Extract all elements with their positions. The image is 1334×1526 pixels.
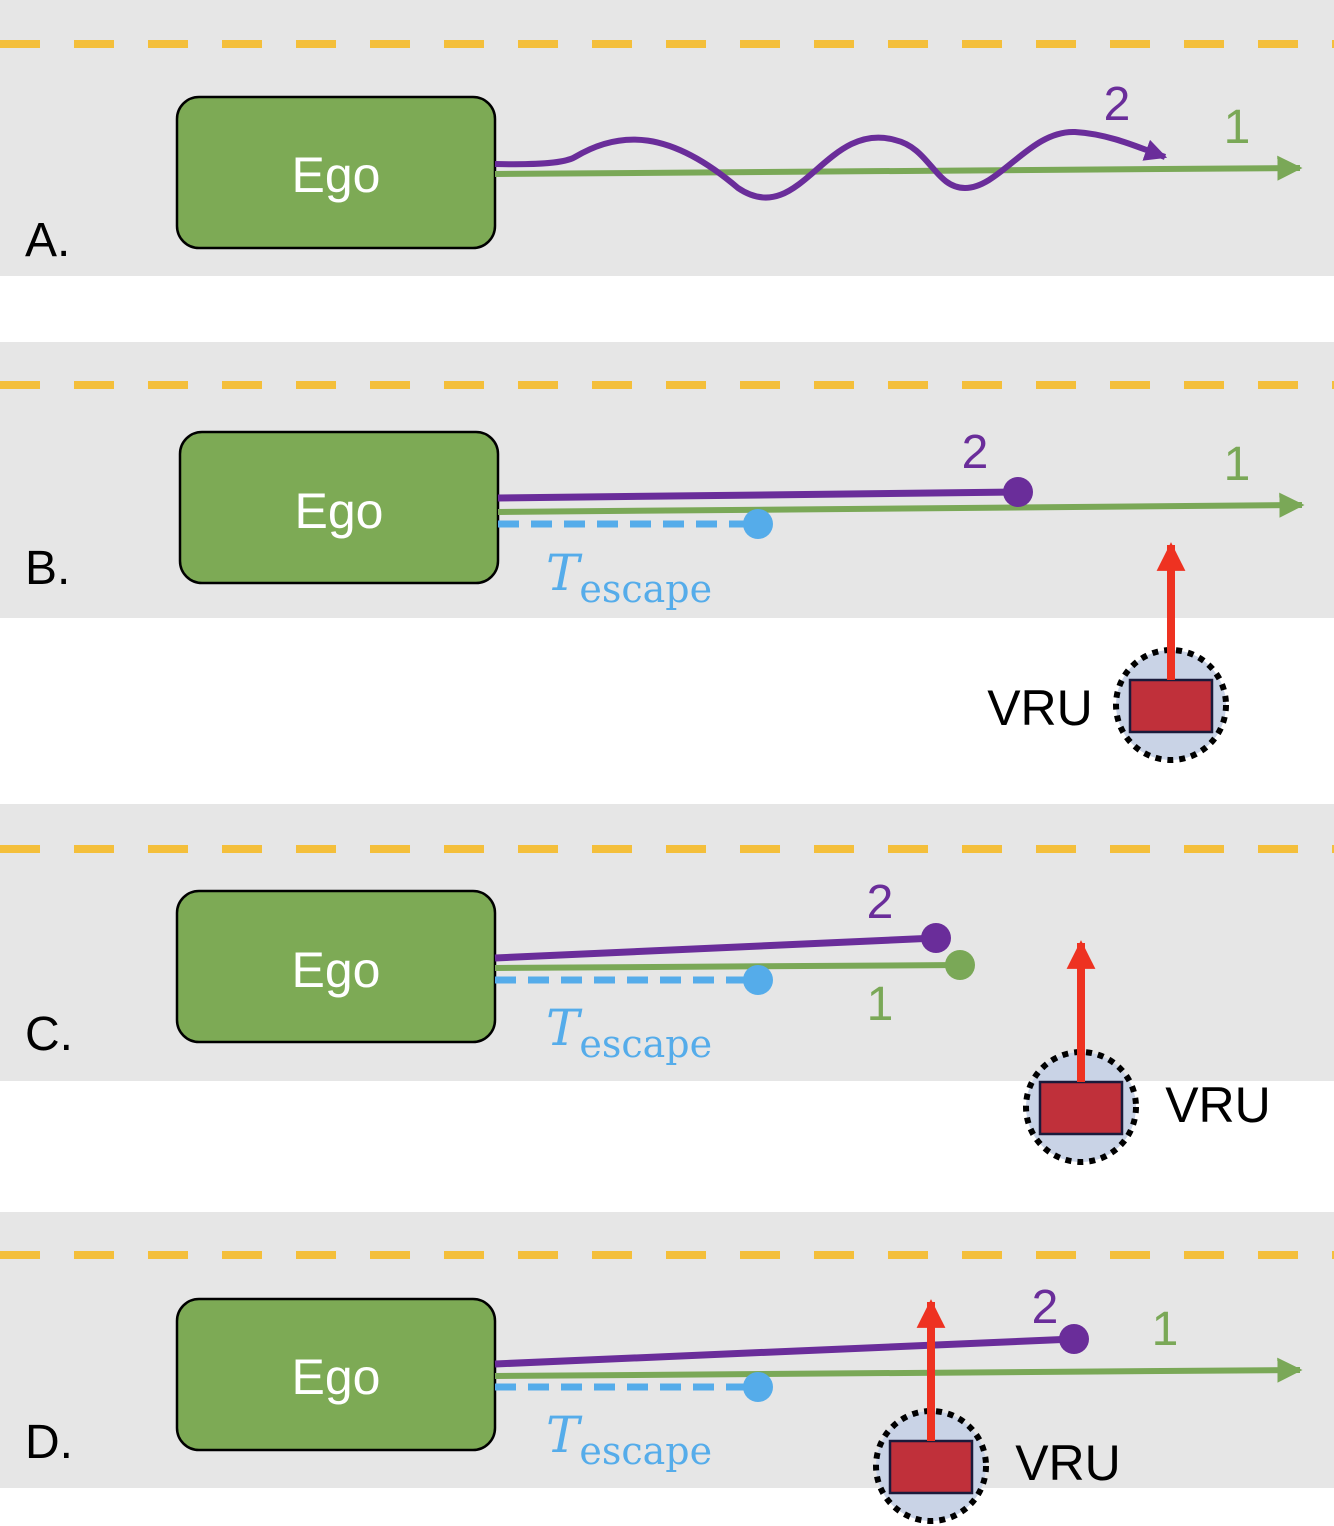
escape-endpoint [743, 965, 773, 995]
vru-body [1038, 1080, 1124, 1136]
vru: VRU [987, 542, 1229, 763]
trajectory-1 [494, 1357, 1303, 1383]
escape-endpoint [743, 509, 773, 539]
escape-label: Tescape [546, 1406, 712, 1473]
ego-label: Ego [292, 942, 381, 998]
escape-label-main: T [546, 544, 583, 602]
trajectory-2-label: 2 [962, 426, 989, 479]
panel-a: Ego 2 1 A. [0, 0, 1334, 276]
trajectory-1 [497, 492, 1305, 518]
vru-label: VRU [1165, 1077, 1271, 1133]
trajectory-1 [494, 155, 1303, 181]
trajectory-2 [494, 128, 1168, 201]
panel-c: Ego Tescape 2 1 C. VRU [0, 804, 1334, 1165]
vru: VRU [1023, 940, 1271, 1165]
panel-d: Ego Tescape 2 1 D. VRU [0, 1212, 1334, 1524]
escape-label-main: T [546, 1406, 583, 1464]
trajectory-1-label: 1 [1224, 101, 1251, 154]
trajectory-2 [494, 1335, 1075, 1368]
panel-b: Ego Tescape 2 1 B. VRU [0, 342, 1334, 763]
trajectory-1 [494, 962, 961, 971]
trajectory-2-label: 2 [867, 876, 894, 929]
trajectory-1-label: 1 [867, 978, 894, 1031]
trajectory-1-label: 1 [1152, 1303, 1179, 1356]
escape-label-sub: escape [579, 1429, 712, 1473]
escape-label: Tescape [546, 999, 712, 1066]
escape-label-main: T [546, 999, 583, 1057]
trajectory-2-endpoint [1003, 477, 1033, 507]
panel-label: A. [25, 214, 70, 267]
trajectory-2-label: 2 [1032, 1281, 1059, 1334]
vru: VRU [873, 1299, 1121, 1524]
trajectory-2-endpoint [921, 923, 951, 953]
escape-label: Tescape [546, 544, 712, 611]
escape-endpoint [743, 1372, 773, 1402]
escape-label-sub: escape [579, 567, 712, 611]
vru-label: VRU [987, 680, 1093, 736]
ego-label: Ego [292, 147, 381, 203]
vru-body [888, 1439, 974, 1495]
trajectory-2-endpoint [1059, 1324, 1089, 1354]
trajectory-2 [494, 934, 937, 962]
trajectory-2-label: 2 [1104, 78, 1131, 131]
vru-body [1128, 678, 1214, 734]
ego-vehicle [178, 430, 500, 585]
panel-label: C. [25, 1008, 73, 1061]
vru-label: VRU [1015, 1435, 1121, 1491]
trajectory-1-endpoint [945, 950, 975, 980]
trajectory-2 [497, 488, 1019, 502]
panel-label: D. [25, 1416, 73, 1469]
escape-label-sub: escape [579, 1022, 712, 1066]
ego-label: Ego [295, 483, 384, 539]
panel-label: B. [25, 542, 70, 595]
trajectory-1-label: 1 [1224, 438, 1251, 491]
ego-label: Ego [292, 1349, 381, 1405]
